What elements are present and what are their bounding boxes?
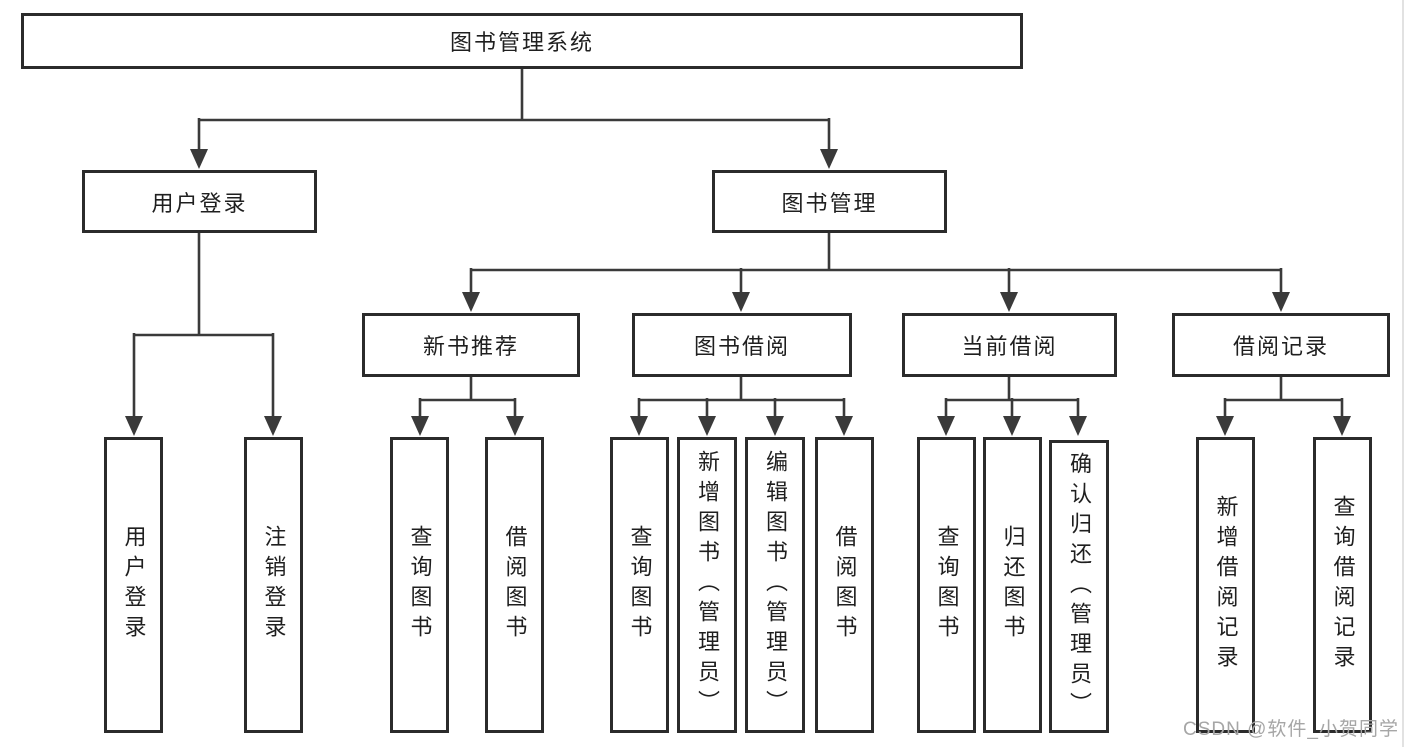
right-edge-line bbox=[1402, 0, 1404, 747]
leaf-rec-query-books: 查询图书 bbox=[390, 437, 449, 733]
node-new-book-recommend: 新书推荐 bbox=[362, 313, 580, 377]
node-book-management: 图书管理 bbox=[712, 170, 947, 233]
leaf-bb-edit-books-admin: 编辑图书（管理员） bbox=[745, 437, 805, 733]
node-library-system: 图书管理系统 bbox=[21, 13, 1023, 69]
leaf-logout: 注销登录 bbox=[244, 437, 303, 733]
arrowheads bbox=[125, 149, 1351, 436]
node-current-borrowing: 当前借阅 bbox=[902, 313, 1117, 377]
edge-currentborrow-to-leaves bbox=[944, 377, 1080, 424]
edge-newbookrec-to-leaves bbox=[418, 377, 517, 424]
node-book-borrowing: 图书借阅 bbox=[632, 313, 852, 377]
leaf-cb-return-books: 归还图书 bbox=[983, 437, 1042, 733]
leaf-br-query-record: 查询借阅记录 bbox=[1313, 437, 1372, 733]
leaf-bb-query-books: 查询图书 bbox=[610, 437, 669, 733]
leaf-bb-borrow-books: 借阅图书 bbox=[815, 437, 874, 733]
node-user-login: 用户登录 bbox=[82, 170, 317, 233]
edge-root-to-level2 bbox=[197, 69, 831, 157]
leaf-rec-borrow-books: 借阅图书 bbox=[485, 437, 544, 733]
edge-bookmgmt-to-level3 bbox=[469, 233, 1283, 300]
edge-userlogin-to-leaves bbox=[132, 233, 275, 424]
leaf-cb-confirm-return-admin: 确认归还（管理员） bbox=[1049, 440, 1109, 733]
leaf-bb-add-books-admin: 新增图书（管理员） bbox=[677, 437, 737, 733]
edge-bookborrow-to-leaves bbox=[637, 377, 846, 424]
edge-borrowrecord-to-leaves bbox=[1223, 377, 1344, 424]
csdn-watermark: CSDN @软件_小贺同学 bbox=[1183, 719, 1399, 740]
leaf-br-add-record: 新增借阅记录 bbox=[1196, 437, 1255, 733]
node-borrowing-records: 借阅记录 bbox=[1172, 313, 1390, 377]
leaf-user-login: 用户登录 bbox=[104, 437, 163, 733]
leaf-cb-query-books: 查询图书 bbox=[917, 437, 976, 733]
